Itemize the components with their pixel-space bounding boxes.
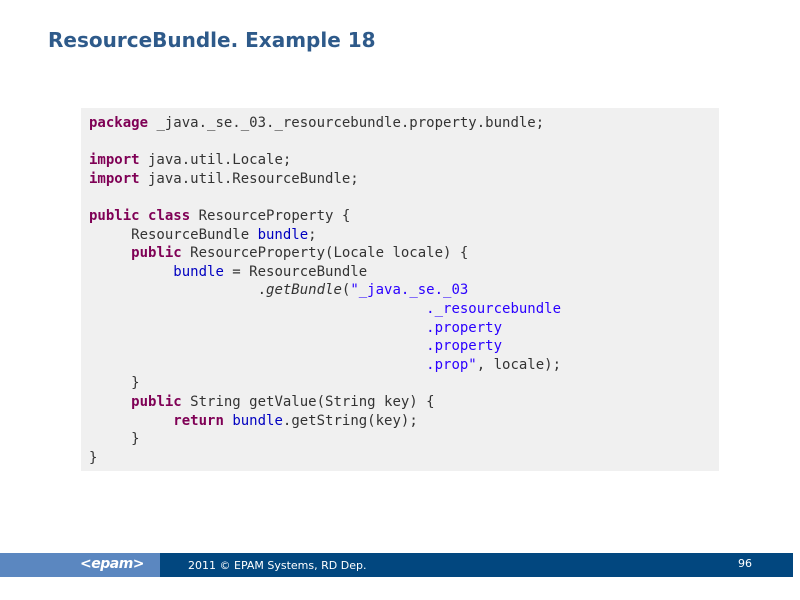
code-line: import java.util.Locale; [89,152,292,169]
page-number: 96 [738,557,752,570]
code-line: public ResourceProperty(Locale locale) { [131,245,469,262]
code-line: ResourceBundle bundle; [89,226,317,243]
code-line: public class ResourceProperty { [89,207,351,224]
code-block: package _java._se._03._resourcebundle.pr… [81,108,719,471]
code-line: } [89,431,140,448]
code-line: .prop", locale); [426,356,562,373]
epam-logo: <epam> [80,556,145,572]
code-listing: package _java._se._03._resourcebundle.pr… [89,114,561,467]
footer-copyright: 2011 © EPAM Systems, RD Dep. [188,559,367,572]
code-line: bundle = ResourceBundle [173,263,368,280]
code-line: package _java._se._03._resourcebundle.pr… [89,115,545,131]
slide-title: ResourceBundle. Example 18 [48,28,376,52]
footer-bar [160,553,793,577]
code-line: return bundle.getString(key); [173,412,418,429]
code-line: import java.util.ResourceBundle; [89,170,359,187]
code-line: .getBundle("_java._se._03 [89,282,469,299]
code-line: .property [426,319,503,336]
footer-logo-bar [0,553,160,577]
code-line: } [89,449,98,466]
code-line: .property [426,338,503,355]
code-line: ._resourcebundle [426,300,562,317]
code-line: public String getValue(String key) { [131,393,435,410]
code-line: } [89,375,140,392]
